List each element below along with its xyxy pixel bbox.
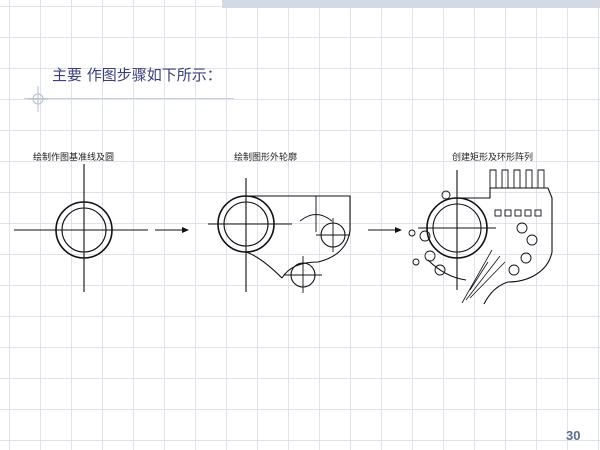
step-3-drawing — [408, 169, 553, 305]
page-number: 30 — [566, 428, 581, 443]
step-2-label: 绘制图形外轮廓 — [234, 153, 298, 163]
decor-line — [24, 98, 234, 99]
slide-heading: 主要 作图步骤如下所示： — [52, 66, 222, 84]
top-decor-band — [222, 0, 600, 8]
step-1-label: 绘制作图基准线及圆 — [33, 153, 115, 163]
step-3-label: 创建矩形及环形阵列 — [452, 153, 534, 163]
crosshair-icon — [28, 86, 48, 112]
step-2-drawing — [208, 178, 351, 293]
right-arrow-icon — [155, 227, 189, 233]
step-1-drawing — [14, 164, 148, 292]
right-arrow-icon — [368, 227, 402, 233]
